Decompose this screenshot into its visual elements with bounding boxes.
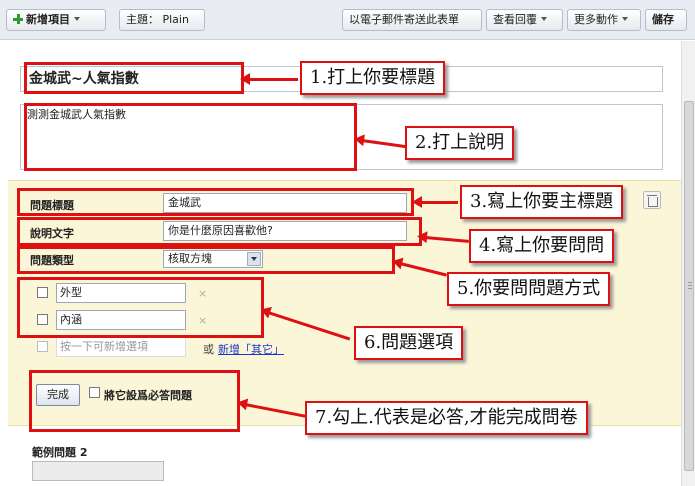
highlight-help-text: [17, 217, 422, 246]
chevron-down-icon: [74, 17, 80, 21]
vertical-scrollbar[interactable]: [681, 41, 695, 486]
help-text-input[interactable]: 你是什麼原因喜歡他?: [163, 221, 407, 241]
view-responses-button[interactable]: 查看回覆: [486, 9, 563, 31]
callout-step3: 3.寫上你要主標題: [460, 185, 624, 219]
highlight-options: [17, 277, 264, 338]
add-other-link[interactable]: 新增「其它」: [218, 343, 284, 356]
more-actions-button[interactable]: 更多動作: [567, 9, 641, 31]
highlight-title: [24, 62, 244, 94]
email-form-label: 以電子郵件寄送此表單: [349, 13, 459, 26]
save-label: 儲存: [652, 13, 674, 26]
option-input[interactable]: 外型: [56, 283, 186, 303]
email-form-button[interactable]: 以電子郵件寄送此表單: [342, 9, 482, 31]
scroll-grip: [688, 282, 692, 283]
highlight-done-required: [29, 370, 240, 432]
highlight-question-title: [17, 188, 414, 216]
callout-step5: 5.你要問問題方式: [447, 272, 611, 306]
option-checkbox: [37, 287, 48, 298]
question-type-select[interactable]: 核取方塊: [163, 250, 263, 268]
remove-option-icon[interactable]: ×: [198, 287, 208, 300]
question-type-label: 問題類型: [30, 254, 74, 267]
chevron-down-icon: [541, 17, 547, 21]
help-text-label: 說明文字: [30, 227, 74, 240]
required-checkbox[interactable]: [89, 387, 100, 398]
chevron-down-icon: [622, 17, 628, 21]
chevron-down-icon: [247, 252, 261, 266]
arrow-step1: [240, 73, 298, 85]
scroll-grip: [688, 288, 692, 289]
new-item-button[interactable]: 新增項目: [6, 9, 106, 31]
more-actions-label: 更多動作: [574, 13, 618, 26]
option-input[interactable]: 內涵: [56, 310, 186, 330]
question-title-input[interactable]: 金城武: [163, 193, 407, 213]
theme-label: 主題： Plain: [126, 13, 189, 26]
remove-option-icon[interactable]: ×: [198, 314, 208, 327]
done-button[interactable]: 完成: [36, 384, 80, 406]
form-description-input[interactable]: 測測金城武人氣指數: [20, 104, 663, 170]
highlight-description: [24, 103, 357, 171]
theme-button[interactable]: 主題： Plain: [119, 9, 205, 31]
option-checkbox: [37, 314, 48, 325]
callout-step6: 6.問題選項: [354, 326, 464, 360]
arrow-step3: [412, 196, 458, 208]
view-responses-label: 查看回覆: [493, 13, 537, 26]
save-button[interactable]: 儲存: [645, 9, 687, 31]
highlight-question-type: [17, 246, 395, 274]
add-option-input[interactable]: 按一下可新增選項: [56, 337, 186, 357]
scrollbar-thumb[interactable]: [684, 101, 694, 471]
required-label: 將它設爲必答問題: [104, 389, 192, 402]
callout-step4: 4.寫上你要問問: [469, 229, 615, 263]
scroll-grip: [688, 285, 692, 286]
callout-step1: 1.打上你要標題: [300, 61, 446, 95]
top-toolbar: 新增項目 主題： Plain 以電子郵件寄送此表單 查看回覆 更多動作 儲存: [0, 0, 695, 40]
sample-question-title: 範例問題 2: [32, 446, 88, 459]
question-type-value: 核取方塊: [168, 252, 212, 265]
callout-step2: 2.打上說明: [405, 126, 515, 160]
option-checkbox: [37, 341, 48, 352]
callout-step7: 7.勾上.代表是必答,才能完成問卷: [305, 401, 588, 435]
or-text: 或: [203, 343, 214, 356]
trash-icon[interactable]: [643, 191, 661, 209]
new-item-label: 新增項目: [26, 13, 70, 26]
sample-question-input[interactable]: [32, 461, 164, 481]
question-title-label: 問題標題: [30, 199, 74, 212]
plus-icon: [13, 14, 23, 24]
